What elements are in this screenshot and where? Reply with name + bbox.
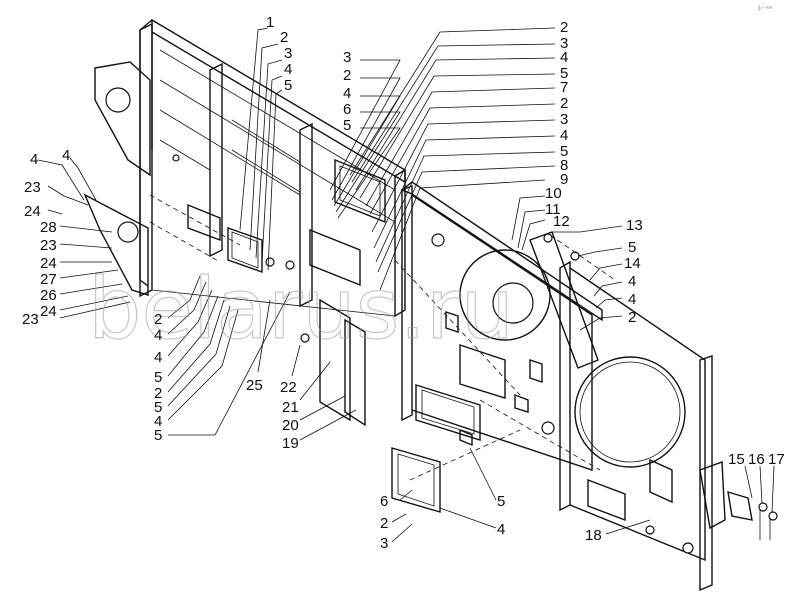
callout-label: 18 bbox=[585, 527, 602, 544]
callout-label: 24 bbox=[40, 303, 57, 320]
callout-label: 21 bbox=[282, 399, 299, 416]
callout-label: 11 bbox=[545, 201, 561, 218]
callout-label: 2 bbox=[560, 95, 568, 112]
right-large-opening bbox=[574, 356, 686, 468]
callout-label: 10 bbox=[545, 185, 562, 202]
callout-label: 20 bbox=[282, 417, 299, 434]
middle-panel-assembly bbox=[391, 181, 603, 513]
callout-label: 26 bbox=[40, 287, 57, 304]
callout-label: 2 bbox=[280, 29, 288, 46]
watermark-text: belarus.ru bbox=[88, 260, 514, 358]
assembly-lines bbox=[149, 194, 616, 481]
callout-label: 5 bbox=[154, 369, 162, 386]
callout-label: 16 bbox=[748, 451, 765, 468]
callout-label: 6 bbox=[380, 493, 388, 510]
callout-label: 3 bbox=[560, 35, 568, 52]
callout-label: 15 bbox=[728, 451, 745, 468]
callout-label: 28 bbox=[40, 219, 57, 236]
callout-labels: 1 2 3 4 5 3 2 4 6 5 2 3 4 5 7 2 3 4 5 8 … bbox=[22, 14, 785, 552]
callout-label: 5 bbox=[560, 143, 568, 160]
callout-label: 4 bbox=[30, 151, 38, 168]
callout-label: 22 bbox=[280, 379, 297, 396]
left-panel-assembly bbox=[83, 18, 406, 427]
corner-mark: 1ⁿ ᵒᵒᵒ bbox=[758, 5, 773, 12]
callout-label: 6 bbox=[343, 101, 351, 118]
callout-label: 3 bbox=[560, 111, 568, 128]
callout-label: 3 bbox=[343, 49, 351, 66]
callout-label: 4 bbox=[560, 127, 568, 144]
callout-label: 19 bbox=[282, 435, 299, 452]
callout-label: 3 bbox=[284, 45, 292, 62]
callout-label: 5 bbox=[628, 239, 636, 256]
callout-label: 8 bbox=[560, 157, 568, 174]
callout-label: 4 bbox=[497, 521, 505, 538]
callout-label: 5 bbox=[560, 65, 568, 82]
callout-label: 2 bbox=[154, 311, 162, 328]
callout-label: 12 bbox=[553, 213, 570, 230]
callout-label: 27 bbox=[40, 271, 57, 288]
callout-label: 5 bbox=[154, 399, 162, 416]
callout-label: 4 bbox=[284, 61, 292, 78]
callout-label: 3 bbox=[380, 535, 388, 552]
callout-label: 5 bbox=[343, 117, 351, 134]
callout-label: 2 bbox=[560, 19, 568, 36]
callout-label: 23 bbox=[22, 311, 39, 328]
callout-label: 7 bbox=[560, 79, 568, 96]
callout-label: 4 bbox=[154, 327, 162, 344]
callout-label: 5 bbox=[497, 493, 505, 510]
callout-label: 4 bbox=[62, 147, 70, 164]
leader-lines bbox=[37, 27, 775, 543]
callout-label: 1 bbox=[266, 14, 274, 31]
callout-label: 25 bbox=[246, 377, 263, 394]
callout-label: 24 bbox=[24, 203, 41, 220]
callout-label: 9 bbox=[560, 171, 568, 188]
right-panel-assembly bbox=[559, 260, 778, 592]
callout-label: 4 bbox=[560, 49, 568, 66]
callout-label: 23 bbox=[24, 179, 41, 196]
callout-label: 4 bbox=[343, 85, 351, 102]
callout-label: 2 bbox=[628, 309, 636, 326]
callout-label: 14 bbox=[624, 255, 641, 272]
callout-label: 17 bbox=[768, 451, 785, 468]
bracket-hole bbox=[105, 87, 131, 113]
clamp-part bbox=[727, 491, 753, 521]
callout-label: 4 bbox=[628, 291, 636, 308]
callout-label: 24 bbox=[40, 255, 57, 272]
callout-label: 5 bbox=[154, 427, 162, 444]
callout-label: 4 bbox=[628, 273, 636, 290]
callout-label: 4 bbox=[154, 413, 162, 430]
callout-label: 2 bbox=[343, 67, 351, 84]
callout-label: 2 bbox=[154, 385, 162, 402]
callout-label: 5 bbox=[284, 77, 292, 94]
callout-label: 4 bbox=[154, 349, 162, 366]
callout-label: 2 bbox=[380, 515, 388, 532]
callout-label: 23 bbox=[40, 237, 57, 254]
callout-label: 13 bbox=[626, 217, 643, 234]
